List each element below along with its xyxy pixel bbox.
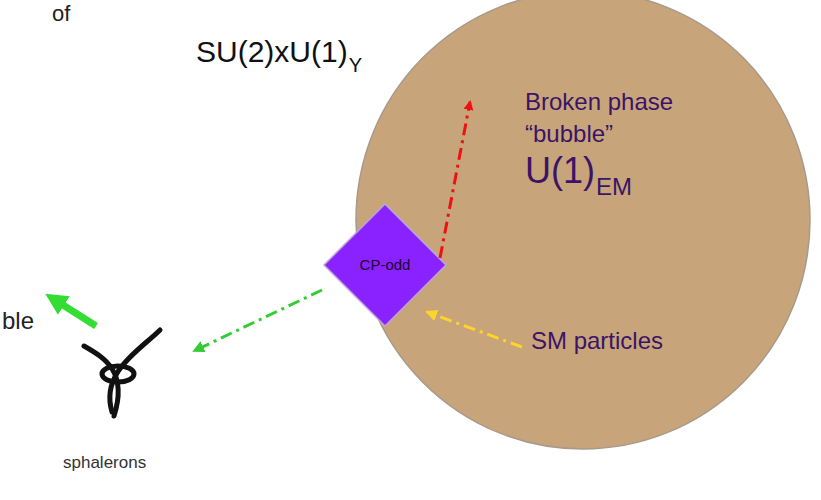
sphaleron-symbol bbox=[84, 330, 160, 416]
region-heading: Broken phase “bubble” bbox=[525, 86, 700, 150]
symmetry-subscript: Y bbox=[349, 53, 362, 77]
particles-label: SM particles bbox=[531, 327, 663, 355]
symmetry-group: SU(2)xU(1) bbox=[196, 34, 348, 70]
symmetry-slot: SU(2)xU(1)Y bbox=[196, 34, 362, 70]
gauge-subscript: EM bbox=[596, 173, 632, 201]
incoming-particles-arrow bbox=[427, 312, 522, 347]
sphaleron-label: sphalerons bbox=[63, 452, 146, 474]
ellipse-outline bbox=[355, 0, 811, 450]
fragment-slot: ble bbox=[2, 306, 34, 336]
baryon-number-arrow bbox=[52, 298, 96, 326]
gauge-group-slot: U(1)EM bbox=[525, 150, 632, 192]
diamond-label: CP-odd bbox=[360, 256, 411, 274]
diffusion-arrow bbox=[194, 290, 322, 351]
bubble-region: Broken phase “bubble”U(1)EM SM particles bbox=[355, 0, 811, 450]
bubble-heading-slot: Broken phase “bubble” bbox=[525, 86, 700, 150]
gauge-group: U(1) bbox=[525, 150, 595, 192]
text-fragment: of bbox=[52, 0, 70, 28]
fragment-slot: of bbox=[52, 0, 70, 28]
particles-slot: SM particles bbox=[531, 327, 663, 355]
text-fragment: ble bbox=[2, 306, 34, 336]
cp-odd-diamond: CP-odd bbox=[323, 203, 447, 327]
sphaleron-label-slot: sphalerons bbox=[63, 452, 146, 474]
diamond-text-slot: CP-odd bbox=[360, 256, 411, 274]
cp-violation-arrow bbox=[440, 102, 470, 258]
